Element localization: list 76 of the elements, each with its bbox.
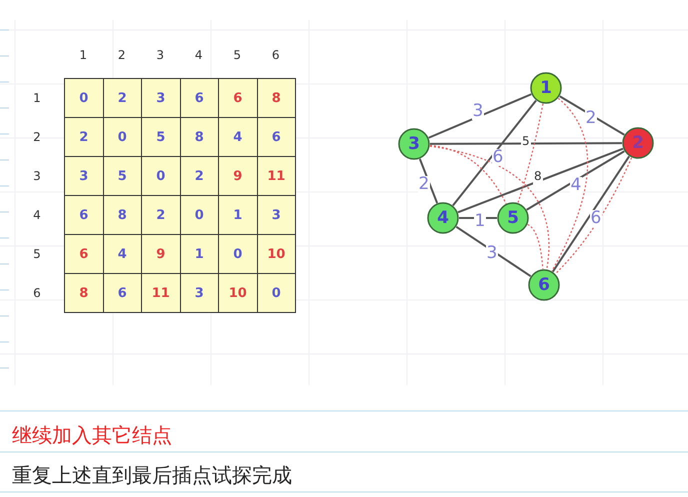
node-circle: 5 [497, 202, 529, 234]
matrix-cell: 0 [180, 195, 219, 235]
row-number: 3 [32, 168, 42, 182]
edge-label: 3 [486, 244, 498, 262]
matrix-cell: 6 [64, 234, 104, 274]
edge-line [459, 217, 497, 219]
matrix-cell: 3 [64, 156, 104, 196]
edge-line [452, 100, 537, 206]
edge-label: 6 [590, 210, 602, 226]
matrix-cell: 6 [218, 78, 258, 118]
matrix-cell: 9 [141, 234, 180, 274]
matrix-cell: 6 [64, 195, 104, 235]
edge-line [456, 226, 532, 277]
row-number: 5 [32, 246, 42, 260]
edge-line [526, 150, 625, 211]
matrix-cell: 3 [256, 195, 296, 235]
matrix-cell: 2 [180, 156, 219, 196]
matrix-cell: 10 [218, 273, 258, 313]
matrix-cell: 2 [64, 117, 104, 157]
matrix-cell: 0 [141, 156, 180, 196]
matrix-cell: 0 [218, 234, 258, 274]
edge-line [458, 148, 624, 214]
edge-line [430, 142, 622, 145]
column-number: 4 [194, 48, 204, 62]
column-number: 1 [78, 48, 88, 62]
matrix-cell: 2 [102, 78, 142, 118]
matrix-cell: 2 [141, 195, 180, 235]
node-circle: 4 [427, 202, 459, 234]
dashed-edge-line [430, 144, 507, 204]
edge-line [418, 158, 438, 204]
column-number: 3 [155, 48, 166, 62]
matrix-cell: 8 [102, 195, 142, 235]
matrix-cell: 10 [256, 234, 296, 274]
column-number: 2 [116, 48, 127, 62]
edge-label: 6 [492, 148, 504, 166]
matrix-cell: 9 [218, 156, 258, 196]
node-circle: 1 [530, 72, 562, 104]
note-text: 重复上述直到最后插点试探完成 [12, 462, 292, 489]
matrix-cell: 5 [141, 117, 180, 157]
matrix-cell: 1 [180, 234, 219, 274]
column-number: 6 [270, 48, 281, 62]
node-circle: 6 [528, 269, 560, 301]
edge-label: 2 [418, 176, 430, 192]
node-circle: 2 [622, 127, 654, 159]
matrix-cell: 6 [256, 117, 296, 157]
edge-line [559, 95, 625, 136]
matrix-cell: 6 [180, 78, 219, 118]
matrix-cell: 11 [256, 156, 296, 196]
matrix-cell: 4 [218, 117, 258, 157]
matrix-cell: 0 [256, 273, 296, 313]
edge-label: 4 [570, 176, 582, 194]
edge-label: 3 [472, 102, 484, 120]
row-number: 1 [32, 90, 42, 104]
matrix-cell: 5 [102, 156, 142, 196]
matrix-cell: 0 [102, 117, 142, 157]
matrix-cell: 0 [64, 78, 104, 118]
matrix-cell: 8 [256, 78, 296, 118]
note-text: 继续加入其它结点 [12, 422, 172, 449]
matrix-cell: 8 [64, 273, 104, 313]
matrix-cell: 6 [102, 273, 142, 313]
matrix-cell: 1 [218, 195, 258, 235]
matrix-cell: 3 [141, 78, 180, 118]
dashed-edge-line [551, 98, 588, 272]
node-circle: 3 [398, 128, 430, 160]
edge-line [428, 93, 532, 139]
row-number: 6 [32, 286, 42, 300]
column-number: 5 [232, 48, 242, 62]
matrix-cell: 11 [141, 273, 180, 313]
matrix-cell: 3 [180, 273, 219, 313]
row-number: 2 [32, 130, 42, 144]
row-number: 4 [32, 208, 42, 222]
dashed-edge-line [430, 146, 550, 270]
matrix-cell: 8 [180, 117, 219, 157]
dashed-edge-line [527, 224, 544, 270]
dashed-edge-line [517, 104, 544, 203]
matrix-cell: 4 [102, 234, 142, 274]
